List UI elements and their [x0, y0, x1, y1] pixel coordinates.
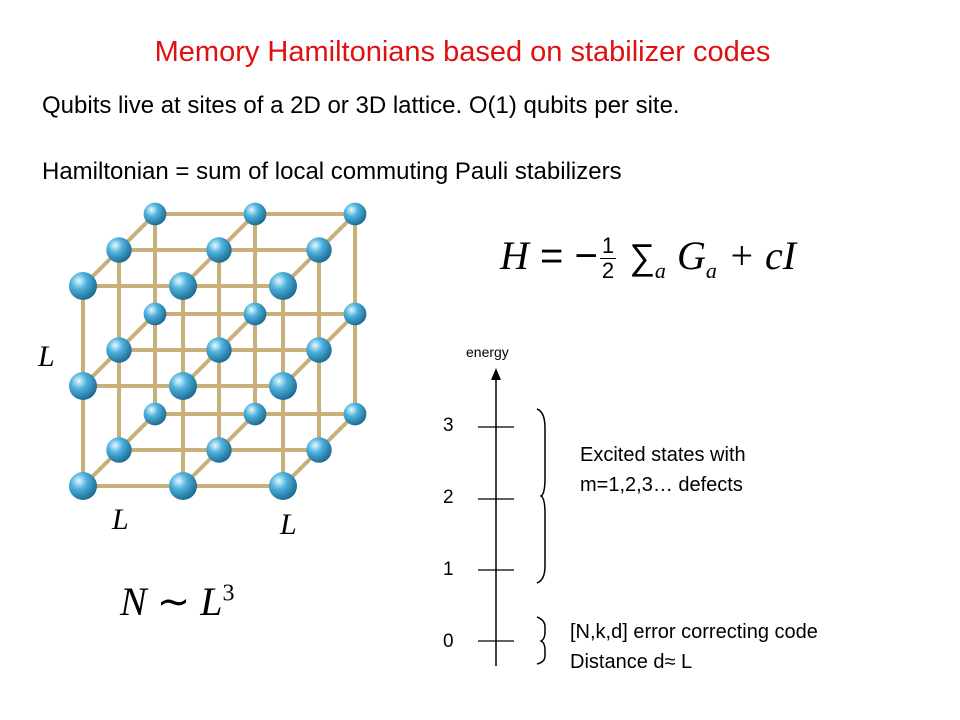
lattice-label-depth: L: [280, 508, 297, 541]
lattice-qubit-site: [269, 272, 297, 300]
lattice-qubit-site: [306, 437, 332, 463]
lattice-qubit-site: [169, 472, 197, 500]
level-label-0: 0: [443, 631, 454, 652]
energy-axis-arrow: [491, 368, 501, 380]
lattice-qubit-site: [269, 372, 297, 400]
ground-brace: [536, 616, 546, 665]
excited-note-line1: Excited states with: [580, 444, 746, 466]
lattice-nodes: [69, 202, 367, 500]
excited-brace: [536, 408, 546, 584]
lattice-qubit-site: [106, 337, 132, 363]
lattice-qubit-site: [206, 437, 232, 463]
sum-symbol: ∑: [629, 236, 655, 277]
lattice-qubit-site: [69, 272, 97, 300]
hamiltonian-eq: = −: [540, 234, 598, 278]
lattice-qubit-site: [169, 272, 197, 300]
scaling-exp: 3: [222, 580, 235, 607]
scaling-lhs: N: [120, 579, 147, 624]
lattice-qubit-site: [343, 402, 367, 426]
scaling-formula: N ∼ L3: [120, 578, 234, 625]
excited-states-note: Excited states with m=1,2,3… defects: [580, 440, 746, 500]
lattice-qubit-site: [306, 237, 332, 263]
lattice-qubit-site: [243, 202, 267, 226]
lattice-qubit-site: [343, 202, 367, 226]
bullet-hamiltonian: Hamiltonian = sum of local commuting Pau…: [42, 158, 622, 185]
scaling-op: ∼: [156, 579, 191, 624]
level-label-3: 3: [443, 415, 454, 436]
lattice-qubit-site: [143, 402, 167, 426]
lattice-qubit-site: [269, 472, 297, 500]
level-label-1: 1: [443, 559, 454, 580]
lattice-qubit-site: [69, 372, 97, 400]
hamiltonian-rest: + cI: [728, 233, 797, 278]
fraction-denominator: 2: [601, 257, 615, 283]
hamiltonian-fraction: 1 2: [599, 232, 617, 283]
lattice-qubit-site: [243, 302, 267, 326]
hamiltonian-lhs: H: [500, 233, 529, 278]
bullet-lattice: Qubits live at sites of a 2D or 3D latti…: [42, 92, 680, 119]
energy-axis-label: energy: [466, 344, 509, 360]
lattice-qubit-site: [343, 302, 367, 326]
lattice-qubit-site: [169, 372, 197, 400]
fraction-numerator: 1: [599, 232, 617, 259]
lattice-qubit-site: [206, 237, 232, 263]
ground-note-line2: Distance d≈ L: [570, 651, 693, 673]
lattice-qubit-site: [143, 202, 167, 226]
lattice-label-height: L: [38, 340, 55, 373]
lattice-qubit-site: [69, 472, 97, 500]
sum-subscript: a: [654, 258, 666, 283]
lattice-qubit-site: [243, 402, 267, 426]
lattice-qubit-site: [143, 302, 167, 326]
stabilizer-term: G: [677, 233, 706, 278]
scaling-base: L: [200, 579, 223, 624]
slide-title: Memory Hamiltonians based on stabilizer …: [154, 36, 771, 68]
excited-note-line2: m=1,2,3… defects: [580, 474, 743, 496]
level-label-2: 2: [443, 487, 454, 508]
ground-state-note: [N,k,d] error correcting code Distance d…: [570, 617, 818, 677]
lattice-label-width: L: [112, 503, 129, 536]
lattice-qubit-site: [206, 337, 232, 363]
lattice-qubit-site: [306, 337, 332, 363]
hamiltonian-formula: H = − 1 2 ∑a Ga + cI: [500, 232, 796, 284]
lattice-qubit-site: [106, 437, 132, 463]
stabilizer-subscript: a: [705, 258, 717, 283]
ground-note-line1: [N,k,d] error correcting code: [570, 621, 818, 643]
lattice-qubit-site: [106, 237, 132, 263]
